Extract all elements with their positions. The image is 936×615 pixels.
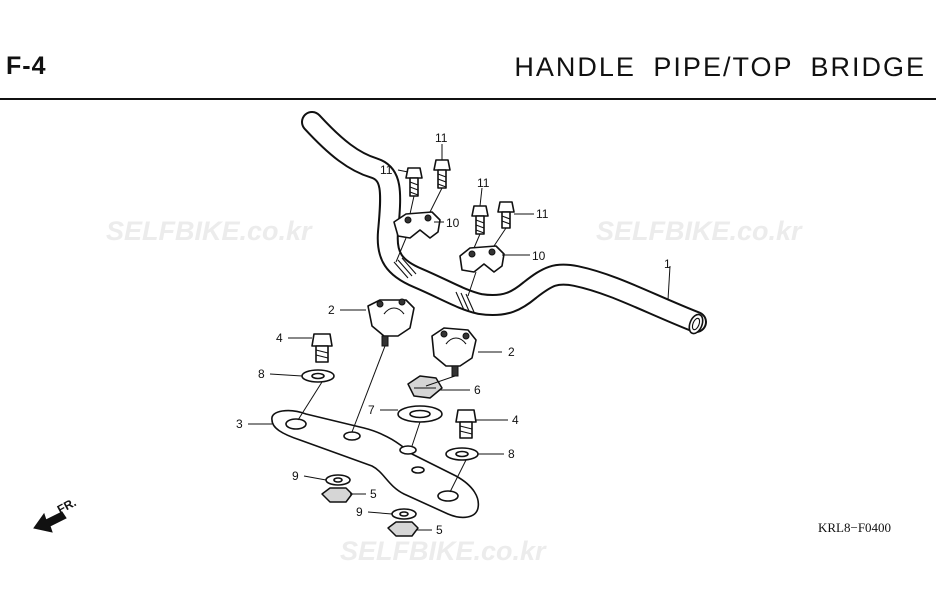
callout-2: 2: [328, 303, 335, 317]
washer-9: [325, 474, 351, 486]
figure-code: KRL8−F0400: [818, 520, 892, 535]
bolt-11: [433, 159, 451, 189]
lower-holder-2: [367, 298, 415, 347]
callout-8: 8: [508, 447, 515, 461]
callout-9: 9: [292, 469, 299, 483]
callouts: 1 2 2 3 4 4 5 5 6 7 8 8 9 9 10 10 11: [236, 131, 671, 537]
front-direction-arrow: FR.: [33, 495, 78, 533]
handle-pipe: [301, 111, 707, 335]
top-bridge-3: [271, 409, 480, 519]
washer-8: [445, 447, 479, 461]
washer-8: [301, 369, 335, 383]
washer-9: [391, 508, 417, 520]
callout-8: 8: [258, 367, 265, 381]
header-divider: [0, 98, 936, 100]
callout-4: 4: [276, 331, 283, 345]
callout-6: 6: [474, 383, 481, 397]
callout-4: 4: [512, 413, 519, 427]
page-code: F-4: [6, 52, 47, 80]
nut-5: [321, 487, 353, 503]
callout-9: 9: [356, 505, 363, 519]
bolt-11: [497, 201, 515, 229]
watermark: SELFBIKE.co.kr: [596, 216, 803, 246]
upper-holder-10: [393, 211, 441, 239]
callout-2: 2: [508, 345, 515, 359]
washer-7: [397, 405, 443, 423]
assembly-lines: [297, 187, 507, 493]
callout-10: 10: [532, 249, 546, 263]
watermark: SELFBIKE.co.kr: [340, 536, 547, 566]
callout-11: 11: [536, 207, 549, 221]
callout-3: 3: [236, 417, 243, 431]
callout-5: 5: [436, 523, 443, 537]
nut-5: [387, 521, 419, 537]
callout-11: 11: [435, 131, 448, 145]
watermark: SELFBIKE.co.kr: [106, 216, 313, 246]
lower-holder-2: [431, 327, 477, 377]
callout-7: 7: [368, 403, 375, 417]
callout-11: 11: [477, 176, 490, 190]
callout-10: 10: [446, 216, 460, 230]
bolt-4: [311, 333, 333, 363]
bolt-11: [405, 167, 423, 197]
page-title: HANDLE PIPE/TOP BRIDGE: [514, 52, 926, 82]
callout-5: 5: [370, 487, 377, 501]
bolt-4: [455, 409, 477, 439]
callout-11: 11: [380, 163, 393, 177]
callout-1: 1: [664, 257, 671, 271]
upper-holder-10: [459, 245, 505, 273]
nut-6: [407, 375, 443, 399]
bolt-11: [471, 205, 489, 235]
